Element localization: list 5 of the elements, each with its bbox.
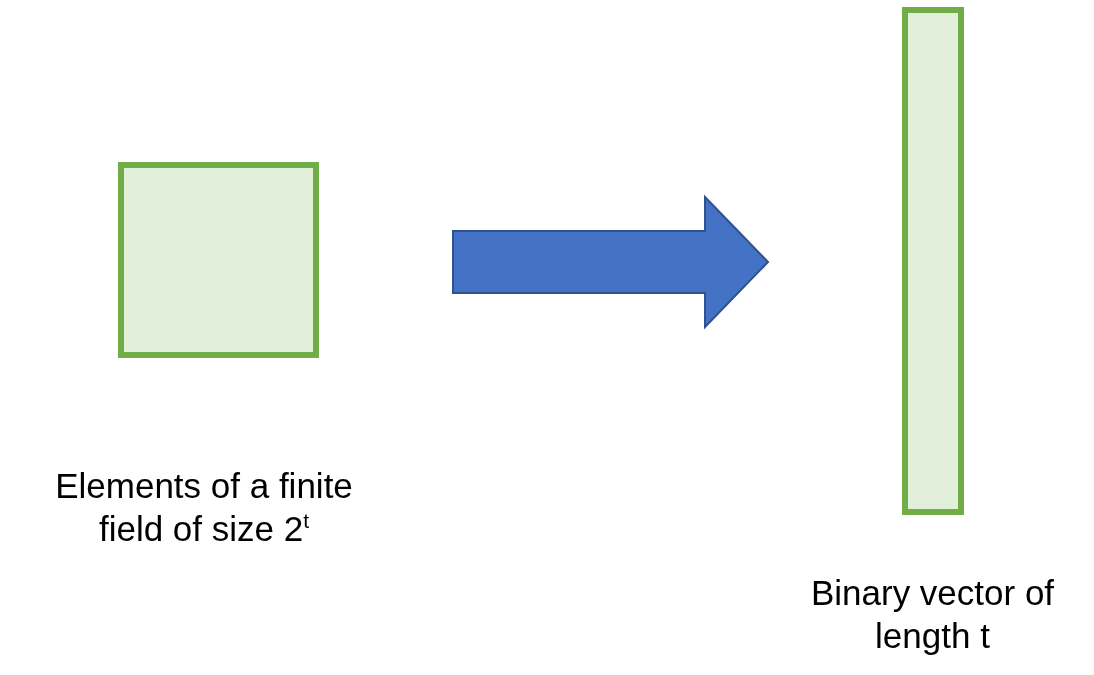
- square-box: [118, 162, 319, 358]
- caption-text: Binary vector of length t: [809, 572, 1056, 657]
- vertical-bar: [902, 7, 964, 515]
- block-arrow: [452, 194, 770, 330]
- caption-text: Elements of a finite field of size 2$^{t}$: [54, 465, 354, 550]
